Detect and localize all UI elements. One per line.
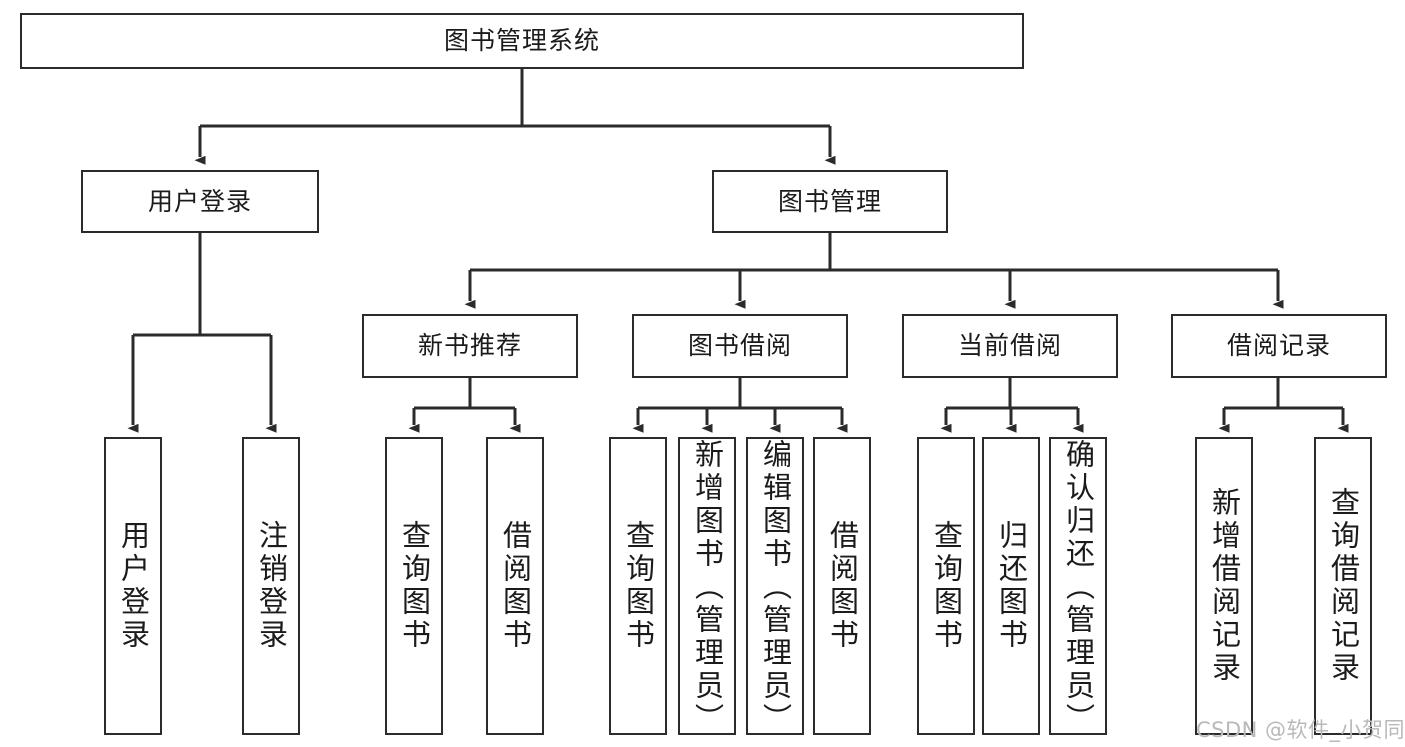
node-leaf-query-book-2-label: 查询图书 — [621, 520, 656, 652]
node-borrow-record[interactable]: 借阅记录 — [1171, 314, 1387, 378]
node-leaf-edit-book-label: 编辑图书（管理员） — [758, 439, 793, 736]
node-current-borrow-label: 当前借阅 — [957, 331, 1062, 361]
node-leaf-add-record[interactable]: 新增借阅记录 — [1195, 437, 1253, 735]
node-leaf-borrow-book-1-label: 借阅图书 — [498, 520, 533, 652]
node-user-login-label: 用户登录 — [147, 186, 252, 216]
node-leaf-query-book-3-label: 查询图书 — [929, 520, 964, 652]
node-book-manage-label: 图书管理 — [777, 186, 882, 216]
node-leaf-edit-book[interactable]: 编辑图书（管理员） — [746, 437, 804, 736]
node-user-login[interactable]: 用户登录 — [81, 170, 319, 233]
node-leaf-query-book-3[interactable]: 查询图书 — [917, 437, 975, 735]
node-book-borrow-label: 图书借阅 — [687, 331, 792, 361]
node-leaf-return-book[interactable]: 归还图书 — [982, 437, 1040, 735]
node-leaf-user-login-label: 用户登录 — [116, 520, 151, 652]
node-leaf-return-book-label: 归还图书 — [994, 520, 1029, 652]
node-leaf-borrow-book-2-label: 借阅图书 — [825, 520, 860, 652]
node-current-borrow[interactable]: 当前借阅 — [902, 314, 1118, 378]
node-leaf-confirm-return-label: 确认归还（管理员） — [1061, 439, 1096, 736]
node-new-book-recommend[interactable]: 新书推荐 — [362, 314, 578, 378]
node-leaf-logout-login[interactable]: 注销登录 — [242, 437, 300, 735]
node-borrow-record-label: 借阅记录 — [1226, 331, 1331, 361]
node-new-book-recommend-label: 新书推荐 — [417, 331, 522, 361]
node-leaf-query-book-1-label: 查询图书 — [397, 520, 432, 652]
node-leaf-confirm-return[interactable]: 确认归还（管理员） — [1049, 437, 1107, 736]
watermark: CSDN @软件_小贺同学 — [1196, 718, 1405, 742]
node-book-manage[interactable]: 图书管理 — [712, 170, 948, 233]
node-leaf-borrow-book-2[interactable]: 借阅图书 — [813, 437, 871, 735]
node-leaf-query-record-label: 查询借阅记录 — [1326, 487, 1361, 685]
node-root-label: 图书管理系统 — [443, 26, 600, 56]
node-leaf-add-book-label: 新增图书（管理员） — [690, 439, 725, 736]
node-leaf-add-book[interactable]: 新增图书（管理员） — [678, 437, 736, 736]
node-leaf-query-book-2[interactable]: 查询图书 — [609, 437, 667, 735]
node-leaf-borrow-book-1[interactable]: 借阅图书 — [486, 437, 544, 735]
node-leaf-logout-login-label: 注销登录 — [254, 520, 289, 652]
node-book-borrow[interactable]: 图书借阅 — [632, 314, 848, 378]
node-leaf-query-book-1[interactable]: 查询图书 — [385, 437, 443, 735]
node-root[interactable]: 图书管理系统 — [20, 13, 1024, 69]
node-leaf-query-record[interactable]: 查询借阅记录 — [1314, 437, 1372, 735]
node-leaf-user-login[interactable]: 用户登录 — [104, 437, 162, 735]
node-leaf-add-record-label: 新增借阅记录 — [1207, 487, 1242, 685]
